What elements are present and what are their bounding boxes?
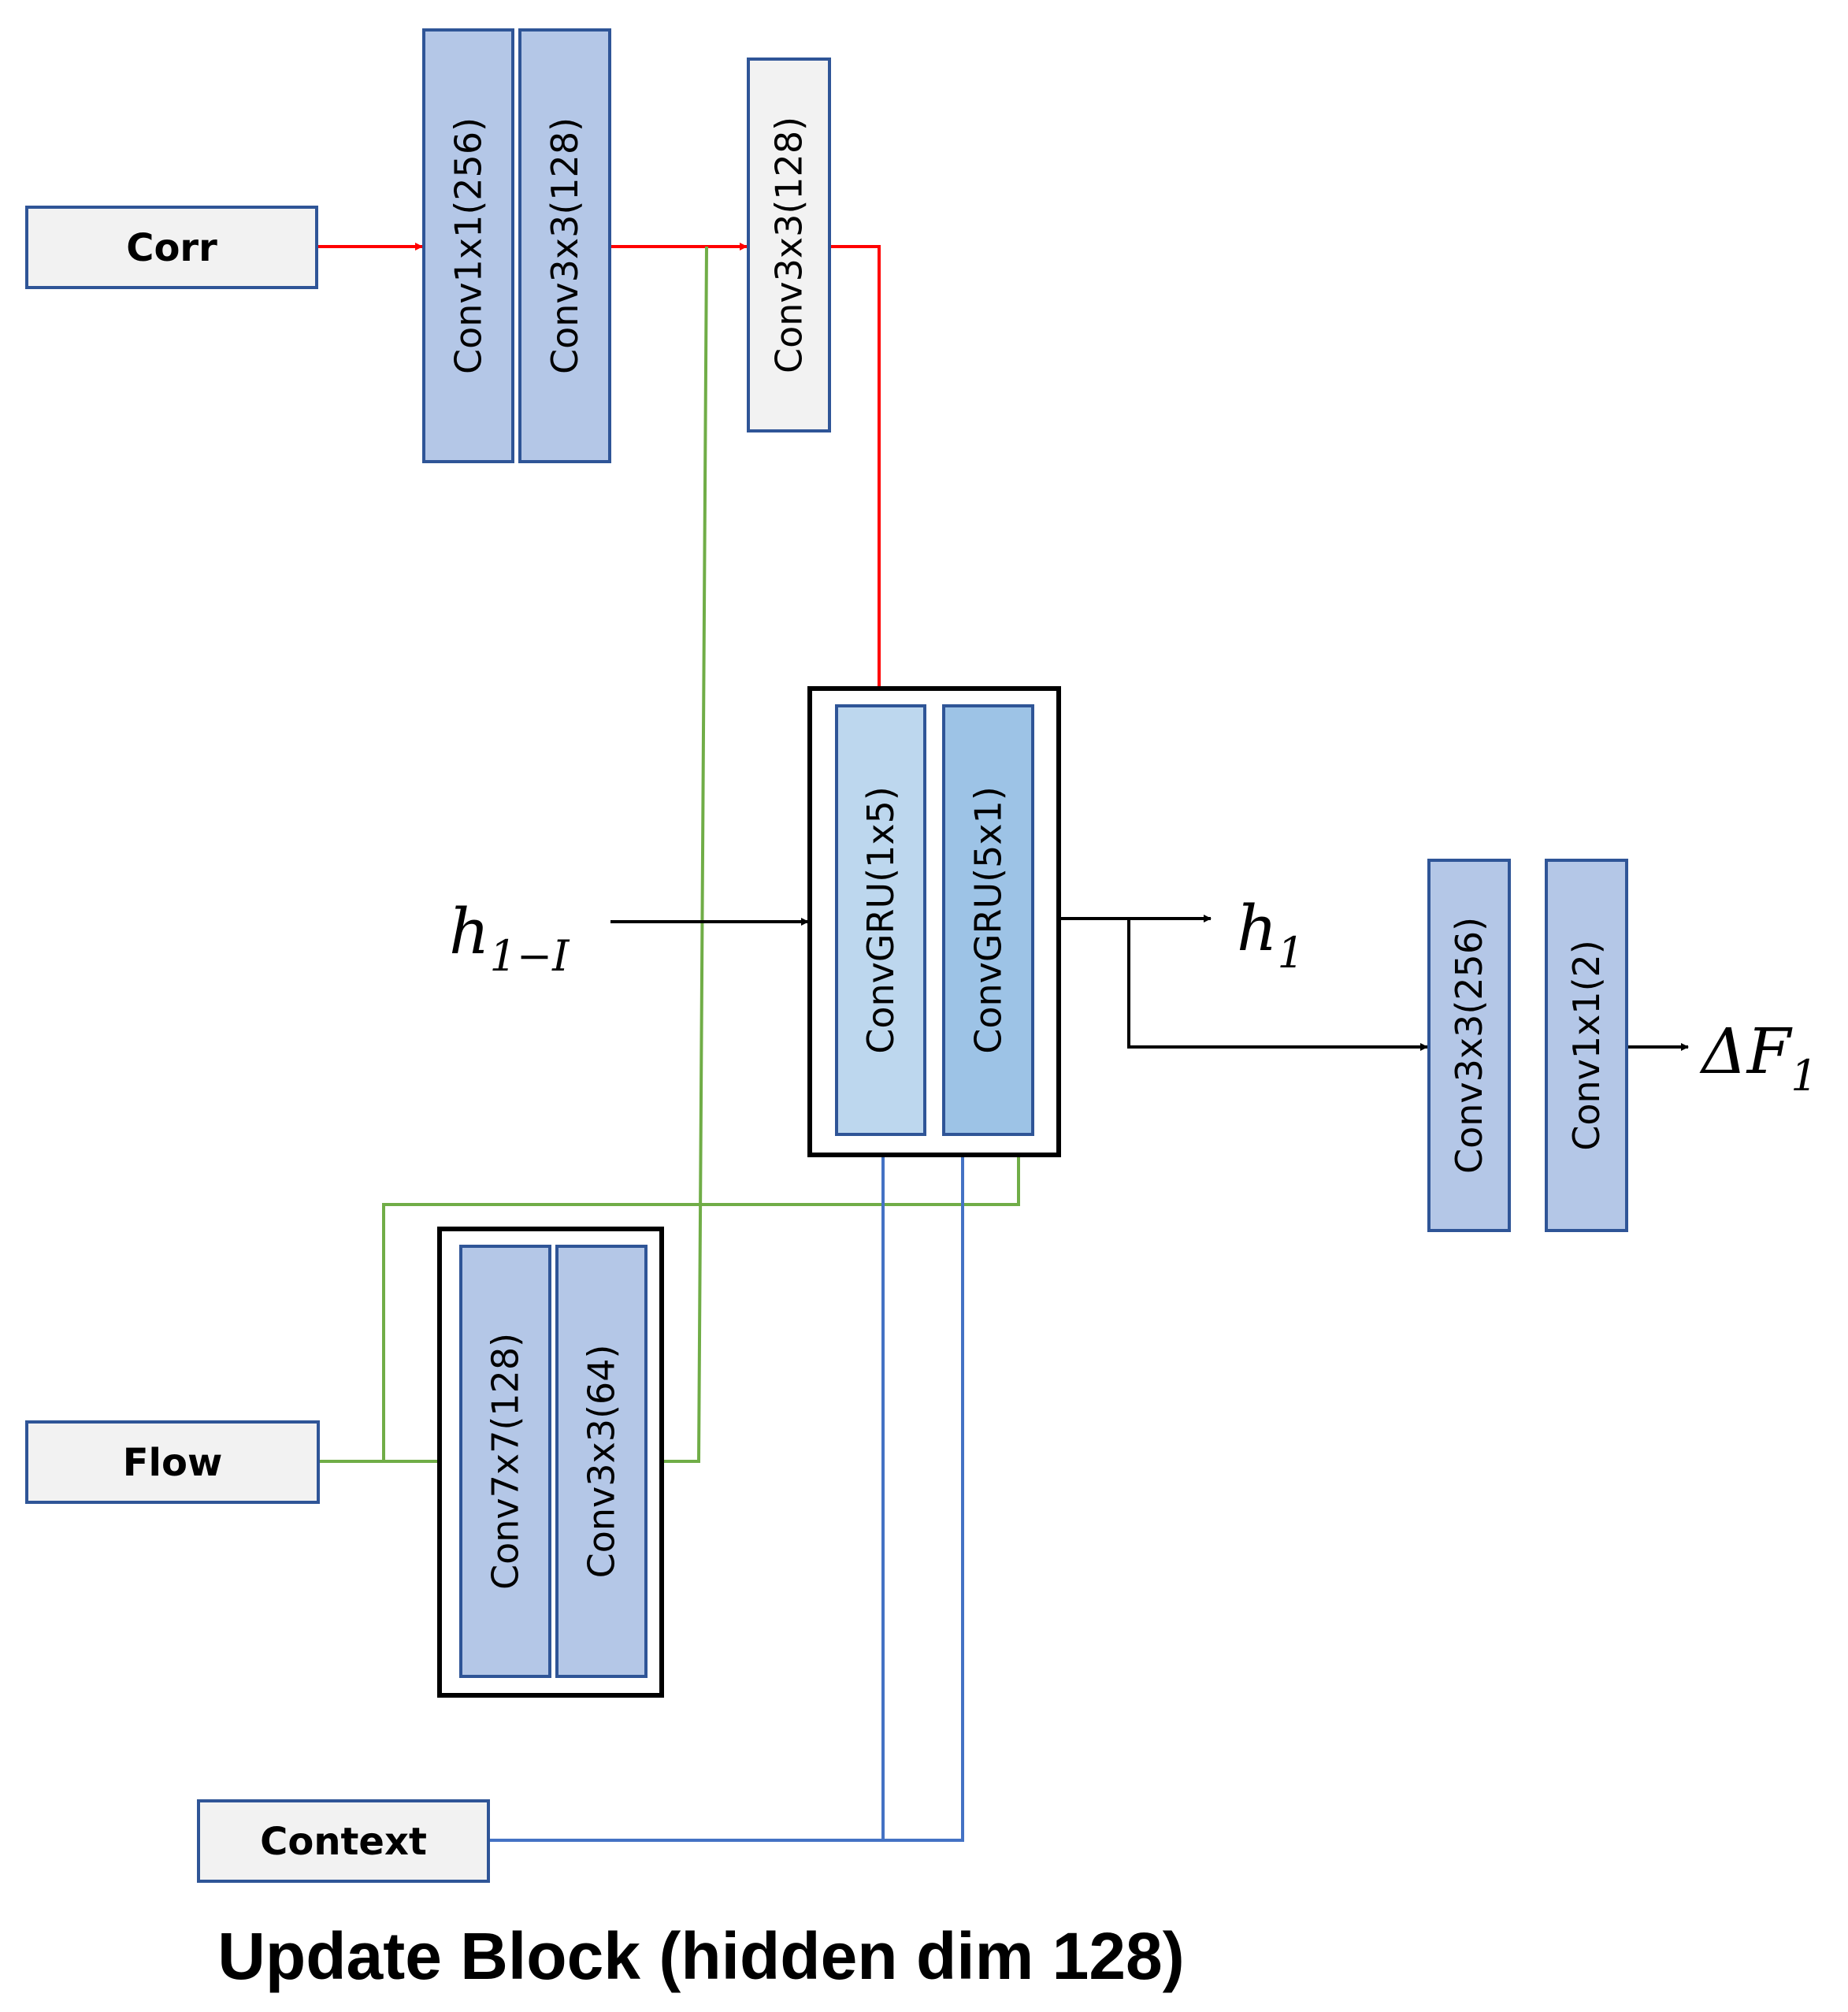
context-input: Context: [197, 1799, 490, 1883]
hidden-state-out-label: h1: [1237, 892, 1304, 978]
flow-encoder: Conv7x7(128) Conv3x3(64): [437, 1227, 664, 1698]
hidden-state-out-base: h: [1237, 892, 1278, 965]
hidden-state-in-subscript: 1−I: [490, 931, 571, 981]
corr-encoder: Conv1x1(256) Conv3x3(128): [422, 28, 611, 463]
context-path-edges: [488, 1148, 967, 1842]
edge-context-to-gru: [488, 1148, 967, 1842]
flow-head: Conv3x3(256) Conv1x1(2): [1427, 859, 1628, 1232]
fusion-conv3x3-label: Conv3x3(128): [768, 117, 811, 373]
delta-flow-base: ΔF: [1699, 1015, 1793, 1088]
corr-path-edges: [317, 243, 883, 703]
corr-input-box: [25, 206, 318, 289]
flow-input-box: [25, 1420, 320, 1504]
delta-flow-subscript: 1: [1790, 1051, 1817, 1101]
conv-gru-block: ConvGRU(1x5) ConvGRU(5x1): [807, 686, 1061, 1157]
flow-head-conv1x1-box: [1545, 859, 1628, 1232]
flow-conv7x7-box: [459, 1245, 551, 1678]
diagram-caption: Update Block (hidden dim 128): [217, 1919, 1185, 1993]
conv-gru-1x5-box: [835, 704, 926, 1136]
context-input-label: Context: [260, 1820, 427, 1864]
delta-flow-label: ΔF1: [1699, 1015, 1818, 1101]
fusion-conv3x3-box: [747, 58, 831, 432]
flow-conv7x7-label: Conv7x7(128): [484, 1333, 527, 1590]
flow-head-conv3x3-label: Conv3x3(256): [1448, 917, 1490, 1174]
hidden-state-out-subscript: 1: [1278, 928, 1304, 978]
corr-conv3x3-box: [518, 28, 611, 463]
fusion-conv: Conv3x3(128): [747, 58, 831, 432]
flow-conv3x3-box: [555, 1245, 648, 1678]
corr-input: Corr: [25, 206, 318, 289]
hidden-path-edges: [610, 915, 1689, 1051]
conv-gru-5x1-label: ConvGRU(5x1): [967, 786, 1010, 1054]
conv-gru-1x5-label: ConvGRU(1x5): [859, 786, 902, 1054]
corr-input-label: Corr: [126, 226, 217, 270]
flow-head-conv3x3-box: [1427, 859, 1511, 1232]
edge-gru-to-flow-head: [1127, 919, 1428, 1051]
hidden-state-in-label: h1−I: [449, 895, 570, 981]
corr-conv1x1-box: [422, 28, 514, 463]
hidden-state-in-base: h: [449, 895, 490, 968]
conv-gru-5x1-box: [942, 704, 1034, 1136]
flow-input: Flow: [25, 1420, 320, 1504]
flow-conv3x3-label: Conv3x3(64): [581, 1345, 623, 1579]
corr-conv1x1-label: Conv1x1(256): [447, 117, 490, 374]
flow-input-label: Flow: [123, 1441, 223, 1485]
flow-head-conv1x1-label: Conv1x1(2): [1565, 940, 1608, 1151]
edge-fusion-to-gru: [829, 245, 883, 703]
corr-conv3x3-label: Conv3x3(128): [544, 117, 586, 374]
context-input-box: [197, 1799, 490, 1883]
